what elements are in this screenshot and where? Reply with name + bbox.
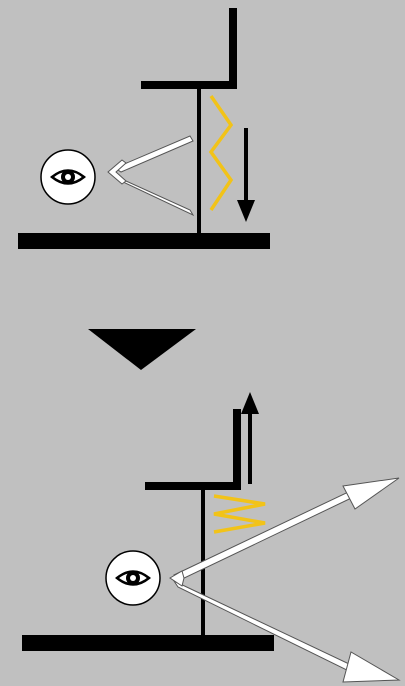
- eye-icon-top: [41, 150, 95, 204]
- panel-before: [18, 8, 270, 249]
- arrow-up-icon: [241, 392, 259, 484]
- rays-short: [108, 136, 193, 215]
- floor-bar-top: [18, 233, 270, 249]
- panel-after: [22, 392, 399, 682]
- floor-bar-bottom: [22, 635, 274, 651]
- eye-icon-bottom: [106, 551, 160, 605]
- zigzag-icon-top: [211, 96, 231, 210]
- zigzag-icon-bottom: [214, 496, 265, 532]
- hook-frame-icon-top: [141, 8, 237, 89]
- hook-frame-icon-bottom: [145, 409, 241, 490]
- arrow-down-icon: [237, 128, 255, 222]
- pole-top: [197, 86, 201, 234]
- triangle-down-icon: [88, 329, 196, 370]
